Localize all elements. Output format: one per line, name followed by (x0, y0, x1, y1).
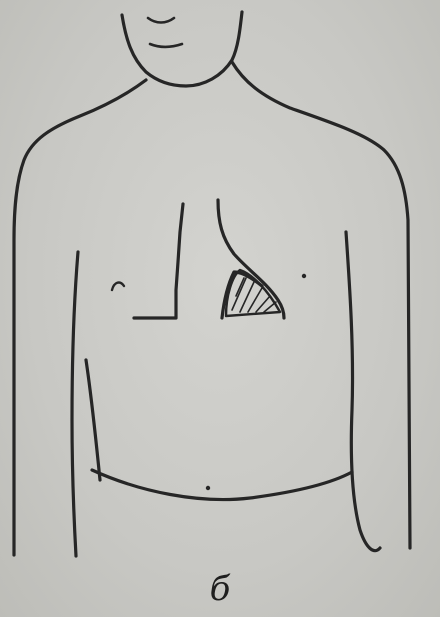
heart-border-left (134, 204, 183, 318)
arm-outline (72, 232, 380, 556)
waist-outline (92, 470, 352, 500)
panel-label: б (0, 572, 440, 606)
head-outline (122, 12, 242, 86)
